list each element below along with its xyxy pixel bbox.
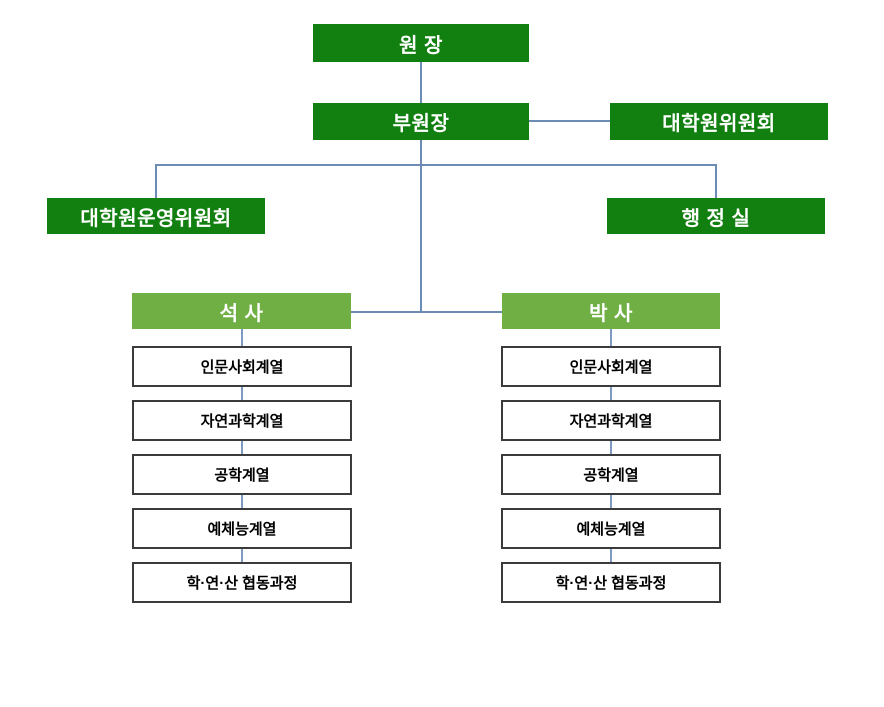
node-doctoral-program-2[interactable]: 공학계열 [501, 454, 721, 495]
connector-doctoral-item-3-to-4 [610, 549, 612, 562]
connector-vice-to-bus [420, 139, 422, 165]
connector-doctoral-item-2-to-3 [610, 495, 612, 508]
connector-doctoral-item-0-to-1 [610, 387, 612, 400]
connector-masters-item-2-to-3 [241, 495, 243, 508]
connector-bus-to-degree-row [420, 164, 422, 312]
node-operating-committee[interactable]: 대학원운영위원회 [47, 198, 265, 234]
connector-horizontal-bus [155, 164, 716, 166]
node-director[interactable]: 원 장 [313, 24, 529, 62]
node-vice-director[interactable]: 부원장 [313, 103, 529, 140]
node-doctoral-header[interactable]: 박 사 [502, 293, 720, 329]
connector-bus-to-operating-committee [155, 164, 157, 199]
node-masters-program-1[interactable]: 자연과학계열 [132, 400, 352, 441]
connector-masters-item-3-to-4 [241, 549, 243, 562]
node-masters-program-3[interactable]: 예체능계열 [132, 508, 352, 549]
node-doctoral-program-3[interactable]: 예체능계열 [501, 508, 721, 549]
connector-masters-to-doctoral [351, 311, 502, 313]
connector-doctoral-item-1-to-2 [610, 441, 612, 454]
node-graduate-committee[interactable]: 대학원위원회 [610, 103, 828, 140]
node-masters-program-0[interactable]: 인문사회계열 [132, 346, 352, 387]
connector-vice-to-graduate-committee [529, 120, 611, 122]
node-doctoral-program-4[interactable]: 학·연·산 협동과정 [501, 562, 721, 603]
node-doctoral-program-0[interactable]: 인문사회계열 [501, 346, 721, 387]
connector-masters-item-0-to-1 [241, 387, 243, 400]
connector-doctoral-header-to-item-0 [610, 328, 612, 346]
node-masters-header[interactable]: 석 사 [132, 293, 351, 329]
connector-director-to-vice [420, 62, 422, 103]
connector-bus-to-admin-office [715, 164, 717, 199]
connector-masters-item-1-to-2 [241, 441, 243, 454]
node-admin-office[interactable]: 행 정 실 [607, 198, 825, 234]
node-masters-program-4[interactable]: 학·연·산 협동과정 [132, 562, 352, 603]
node-masters-program-2[interactable]: 공학계열 [132, 454, 352, 495]
node-doctoral-program-1[interactable]: 자연과학계열 [501, 400, 721, 441]
connector-masters-header-to-item-0 [241, 328, 243, 346]
